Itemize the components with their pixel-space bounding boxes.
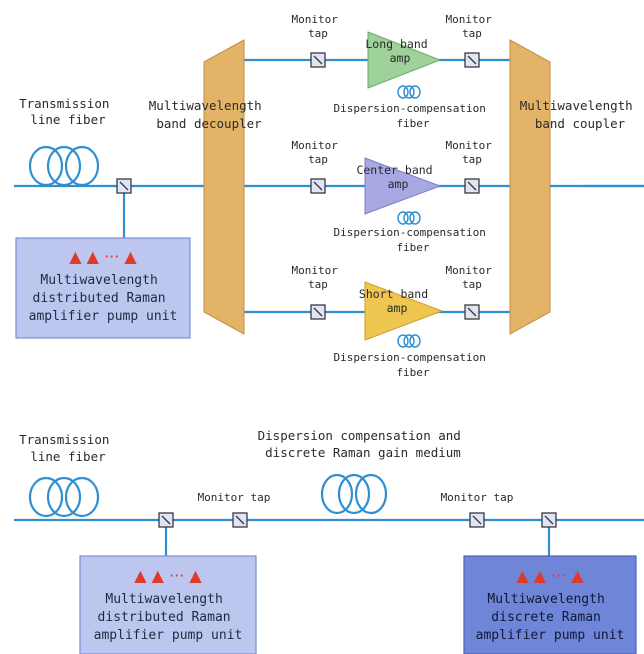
short-band-dcf-label: Dispersion-compensation fiber bbox=[334, 351, 493, 379]
long-band-dcf-coil-icon bbox=[397, 85, 421, 99]
band-coupler-label: Multiwavelength band coupler bbox=[520, 98, 640, 131]
bottom-monitor-tap-left-icon bbox=[232, 512, 248, 528]
pump-triangles-icon: ▲ ▲ ··· ▲ bbox=[69, 247, 137, 266]
short-band-dcf-coil-icon bbox=[397, 334, 421, 348]
center-band-dcf-coil-icon bbox=[397, 211, 421, 225]
band-decoupler-label: Multiwavelength band decoupler bbox=[149, 98, 269, 131]
center-band-monitor-out-label: Monitor tap bbox=[446, 139, 499, 166]
distributed-pump-triangles-icon: ▲ ▲ ··· ▲ bbox=[134, 566, 202, 585]
center-band-monitor-out-tap-icon bbox=[464, 178, 480, 194]
top-input-tap-icon bbox=[116, 178, 132, 194]
long-band-monitor-in-label: Monitor tap bbox=[292, 13, 345, 40]
long-band-row: Monitor tap Long band amp Monitor tap Di… bbox=[292, 13, 499, 130]
center-band-amp-label: Center band amp bbox=[356, 163, 439, 191]
bottom-monitor-tap-right-icon bbox=[469, 512, 485, 528]
bottom-monitor-tap-right-label: Monitor tap bbox=[441, 491, 514, 504]
center-band-monitor-in-tap-icon bbox=[310, 178, 326, 194]
bottom-monitor-tap-left-label: Monitor tap bbox=[198, 491, 271, 504]
top-diagram: Transmission line fiber ▲ ▲ ··· ▲ Multiw… bbox=[14, 13, 644, 379]
long-band-monitor-in-tap-icon bbox=[310, 52, 326, 68]
bottom-distributed-coupler-icon bbox=[158, 512, 174, 528]
svg-text:Multiwavelength distri: Multiwavelength distributed Raman amplif… bbox=[29, 273, 178, 324]
short-band-monitor-out-label: Monitor tap bbox=[446, 264, 499, 291]
center-band-dcf-label: Dispersion-compensation fiber bbox=[334, 226, 493, 254]
center-band-monitor-in-label: Monitor tap bbox=[292, 139, 345, 166]
fiber-coil-icon bbox=[28, 145, 100, 187]
long-band-monitor-out-label: Monitor tap bbox=[446, 13, 499, 40]
top-fiber-label: Transmission line fiber bbox=[19, 96, 117, 127]
bottom-fiber-label: Transmission line fiber bbox=[19, 432, 117, 464]
center-band-row: Monitor tap Center band amp Monitor tap … bbox=[292, 139, 499, 254]
short-band-monitor-in-label: Monitor tap bbox=[292, 264, 345, 291]
short-band-monitor-out-tap-icon bbox=[464, 304, 480, 320]
bottom-distributed-pump-unit: ▲ ▲ ··· ▲ Multiwavelength distributed Ra… bbox=[79, 555, 257, 654]
short-band-amp-triangle bbox=[364, 281, 444, 341]
bottom-dcf-label: Dispersion compensation and discrete Ram… bbox=[258, 428, 469, 460]
bottom-discrete-coupler-icon bbox=[541, 512, 557, 528]
short-band-amp-label: Short band amp bbox=[359, 287, 435, 315]
center-band-amp-triangle bbox=[364, 157, 442, 215]
short-band-row: Monitor tap Short band amp Monitor tap D… bbox=[292, 264, 499, 379]
long-band-dcf-label: Dispersion-compensation fiber bbox=[334, 102, 493, 130]
bottom-diagram: Transmission line fiber Dispersion compe… bbox=[14, 428, 644, 654]
band-coupler-panel bbox=[509, 39, 551, 335]
top-pump-unit: ▲ ▲ ··· ▲ Multiwavelength distributed Ra… bbox=[15, 237, 191, 339]
long-band-amp-triangle bbox=[367, 31, 442, 89]
band-decoupler-panel bbox=[203, 39, 245, 335]
short-band-monitor-in-tap-icon bbox=[310, 304, 326, 320]
discrete-pump-triangles-icon: ▲ ▲ ··· ▲ bbox=[516, 566, 584, 585]
bottom-discrete-pump-unit: ▲ ▲ ··· ▲ Multiwavelength discrete Raman… bbox=[463, 555, 637, 654]
long-band-amp-label: Long band amp bbox=[365, 37, 434, 65]
bottom-fiber-coil-icon bbox=[28, 476, 100, 518]
svg-text:Multiwavelength discre: Multiwavelength discrete Raman amplifier… bbox=[476, 592, 625, 643]
svg-text:Multiwavelength distri: Multiwavelength distributed Raman amplif… bbox=[94, 592, 243, 643]
long-band-monitor-out-tap-icon bbox=[464, 52, 480, 68]
bottom-dcf-coil-icon bbox=[320, 473, 388, 515]
